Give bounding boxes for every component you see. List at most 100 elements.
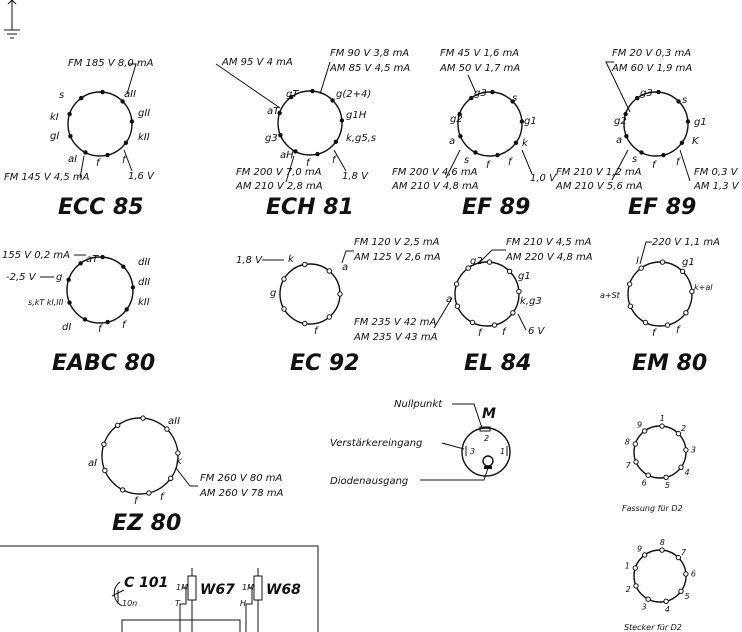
pin-dot xyxy=(100,89,105,95)
pin-label: s xyxy=(59,90,64,101)
pin-label: kII xyxy=(138,132,150,143)
module-letter: M xyxy=(482,406,496,422)
socket-pin-number: 1 xyxy=(625,562,630,571)
pin-dot xyxy=(120,487,126,493)
tube-note: FM 185 V 8,0 mA xyxy=(68,58,154,69)
socket-caption: Stecker für D2 xyxy=(624,623,682,632)
tube-note: AM 60 V 1,9 mA xyxy=(611,63,692,74)
pin-label: f xyxy=(98,324,103,335)
pin-label: K xyxy=(692,136,700,147)
pin-dot xyxy=(465,265,471,271)
pin-dot xyxy=(642,319,649,326)
pin-dot xyxy=(645,596,651,602)
tube-el84: g2 g1 k,g3 f f a FM 210 V 4,5 mA AM 220 … xyxy=(353,237,593,376)
pin-dot xyxy=(115,422,121,428)
pin-label: g2 xyxy=(614,116,627,127)
pin-dot xyxy=(632,441,638,447)
pin-dot xyxy=(683,571,689,577)
pin-dot xyxy=(678,588,684,594)
tube-note: FM 210 V 1,2 mA xyxy=(556,167,642,178)
pin-dot xyxy=(659,423,665,429)
pin-label: a+St xyxy=(600,291,621,300)
tube-note: AM 210 V 5,6 mA xyxy=(555,181,643,192)
pin-dot xyxy=(458,134,463,139)
pot1-tap: T xyxy=(175,599,181,608)
pin-label: gT xyxy=(286,89,299,100)
pin-label: aH xyxy=(280,150,294,161)
pin-label: f xyxy=(332,155,337,166)
pin-dot xyxy=(513,140,519,145)
pin-dot xyxy=(67,111,72,117)
pin-label: f xyxy=(314,326,319,337)
pin-label: gI xyxy=(50,131,59,142)
pin-dot xyxy=(326,268,332,274)
tube-note: FM 120 V 2,5 mA xyxy=(354,237,440,248)
pin-dot xyxy=(519,119,525,124)
module-label-diodenausgang: Diodenausgang xyxy=(330,476,408,487)
pot2-tap: H xyxy=(240,599,246,608)
tube-note: 1,0 V xyxy=(530,173,557,184)
tube-note: FM 200 V 7,0 mA xyxy=(236,167,322,178)
capacitor-value: 10n xyxy=(122,599,137,608)
pin-dot xyxy=(642,552,648,558)
socket-pin-number: 1 xyxy=(660,414,665,423)
tube-ech81: gT g(2+4) g1H k,g5,s f f aH g3 aT AM 95 … xyxy=(215,48,410,220)
tube-note: 1,8 V xyxy=(342,171,369,182)
pin-dot xyxy=(146,490,152,496)
pin-dot xyxy=(678,464,684,470)
pin-dot xyxy=(175,450,181,456)
tube-ef89-b: g3 s g1 K f f s a g2 FM 20 V 0,3 mA AM 6… xyxy=(555,48,740,220)
pin-dot xyxy=(623,111,628,117)
tube-name: EF 89 xyxy=(628,195,696,220)
pin-label: f xyxy=(676,157,681,168)
pin-dot xyxy=(506,268,513,275)
pin-dot xyxy=(278,133,283,138)
pin-dot xyxy=(679,268,686,275)
pin-label: a xyxy=(446,294,452,305)
pin-dot xyxy=(78,261,83,266)
pin-dot xyxy=(663,598,669,604)
pin-label: k xyxy=(176,456,183,467)
pin-label: s xyxy=(512,93,517,104)
pin-label: s xyxy=(682,95,687,106)
pin-dot xyxy=(281,276,287,282)
pin-dot xyxy=(624,134,629,139)
tube-note: AM 95 V 4 mA xyxy=(221,57,293,68)
pot1-label: W67 xyxy=(200,582,235,598)
pin-dot xyxy=(315,151,320,157)
pin-label: g1H xyxy=(346,110,367,121)
tube-note: 6 V xyxy=(528,326,546,337)
pin-label: f xyxy=(134,496,139,507)
tube-name: EABC 80 xyxy=(52,351,155,376)
pin-label: f xyxy=(652,328,657,339)
tube-note: FM 145 V 4,5 mA xyxy=(4,172,90,183)
socket-pin-number: 3 xyxy=(642,602,647,611)
pin-label: f xyxy=(96,158,101,169)
tube-note: AM 50 V 1,7 mA xyxy=(439,63,520,74)
capacitor-label: C 101 xyxy=(124,575,168,591)
tube-note: FM 45 V 1,6 mA xyxy=(440,48,519,59)
tube-eabc80: aT dII dII kII f f dI s,kT kI,III g 155 … xyxy=(2,250,155,376)
circuit-fragment: C 101 10n 1M W67 T 1M W68 H xyxy=(0,545,319,632)
pin-dot xyxy=(330,98,335,103)
tube-name: EL 84 xyxy=(464,351,531,376)
pin-label: g xyxy=(56,272,62,283)
pin-dot xyxy=(510,99,515,104)
socket-pin-number: 5 xyxy=(665,481,670,490)
socket-pin-number: 2 xyxy=(626,585,631,594)
pin-label: 3 xyxy=(470,447,475,456)
pin-label: a xyxy=(342,262,348,273)
pin-dot xyxy=(490,89,495,95)
pin-dot xyxy=(105,319,110,325)
pin-dot xyxy=(676,99,681,104)
pin-dot xyxy=(675,430,682,437)
pin-dot xyxy=(130,285,136,290)
pin-label: f xyxy=(652,160,657,171)
tube-note: AM 210 V 4,8 mA xyxy=(391,181,479,192)
socket-pin-number: 6 xyxy=(642,478,647,487)
pin-dot xyxy=(281,306,287,312)
pin-dot xyxy=(457,111,462,117)
pin-dot xyxy=(683,310,689,316)
pin-label: g xyxy=(270,288,276,299)
pin-dot xyxy=(689,288,695,295)
